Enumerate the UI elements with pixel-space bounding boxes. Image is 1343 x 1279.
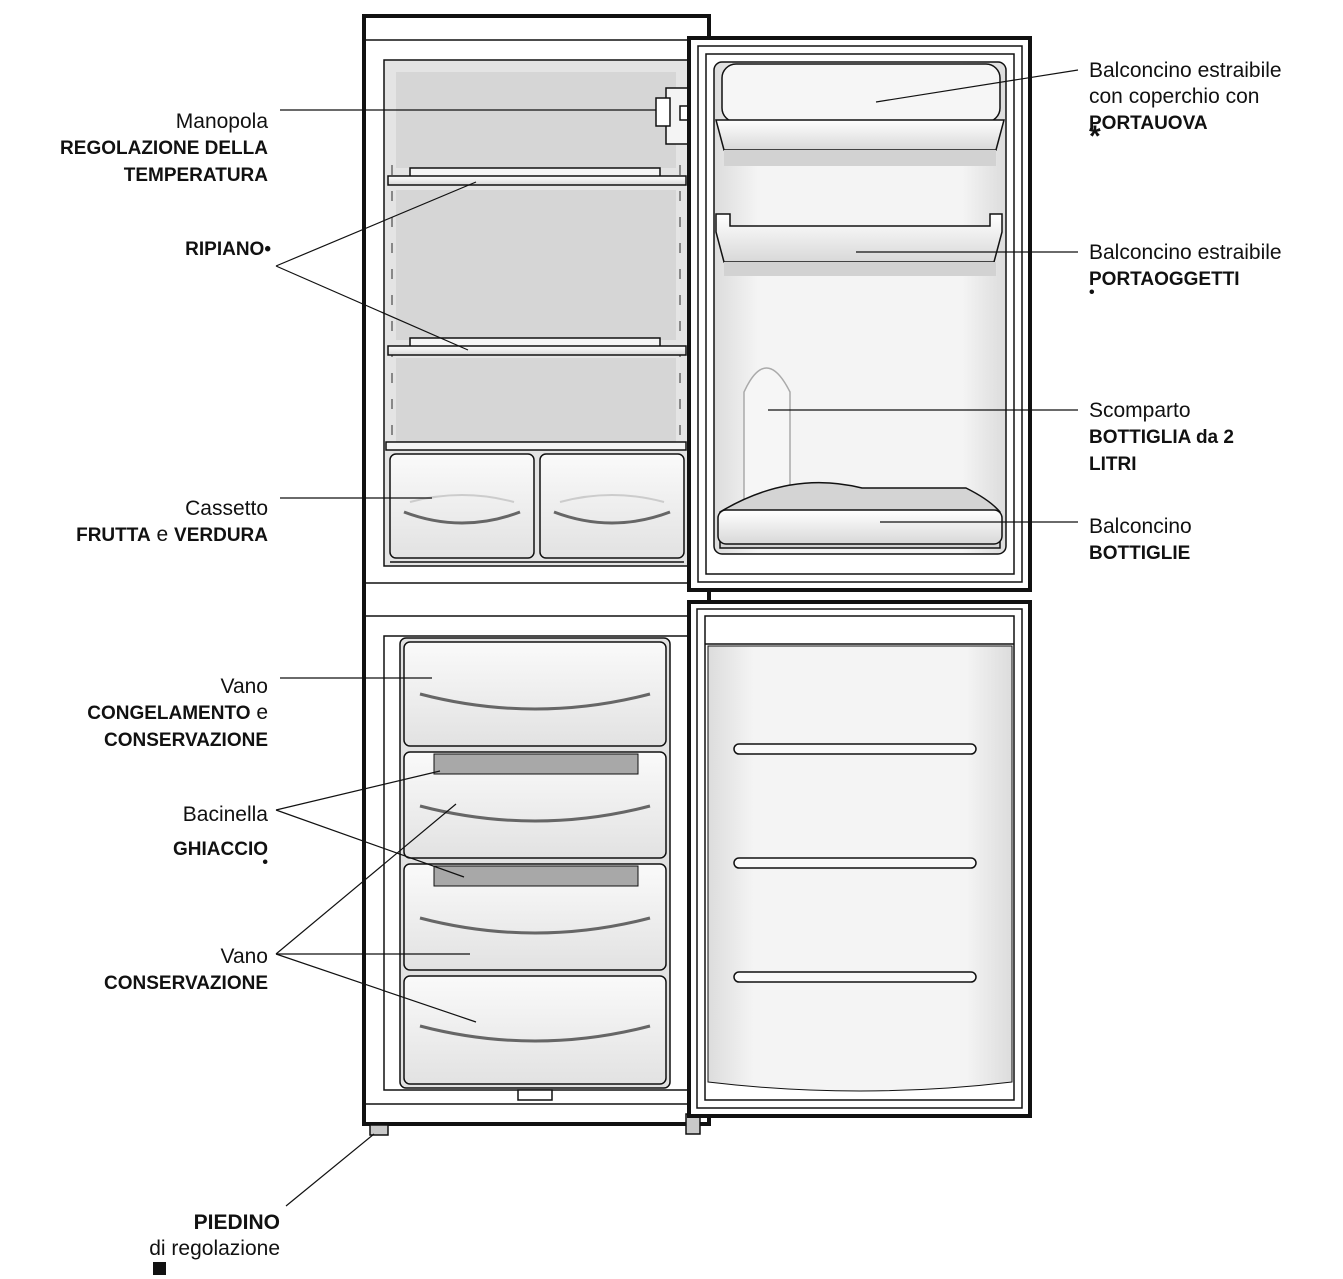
freezer-drawer-4 [403,975,667,1085]
label-egg-shelf: Balconcino estraibile con coperchio con … [1089,59,1282,153]
ice-tray-1 [433,753,639,775]
label-crisper-drawer: Cassetto FRUTTA e VERDURA [76,497,268,546]
label-bottle-compartment: Scomparto BOTTIGLIA da 2 LITRI [1089,399,1234,475]
bottom-vent [517,1089,553,1101]
label-object-shelf: Balconcino estraibile PORTAOGGETTI• [1089,241,1282,301]
label-storage-compartment: Vano CONSERVAZIONE [104,945,268,994]
label-shelf: RIPIANO• [185,239,271,260]
freezer-drawer-2 [403,751,667,859]
label-freezing-compartment: Vano CONGELAMENTO e CONSERVAZIONE [87,675,268,751]
freezer-door-rail-3 [733,971,977,983]
square-marker-icon [153,1262,167,1275]
crisper-drawer-left [389,453,535,559]
object-shelf [715,213,1003,276]
ice-tray-2 [433,865,639,887]
crisper-drawer-right [539,453,685,559]
label-ice-tray: Bacinella GHIACCIO• [173,803,268,871]
egg-shelf-with-lid [715,63,1005,166]
freezer-drawer-3 [403,863,667,971]
leader-lines [275,69,1079,1207]
freezer-door-rail-1 [733,743,977,755]
label-adjustable-foot: PIEDINO di regolazione [149,1210,280,1275]
temperature-knob [655,87,691,145]
label-temperature-knob: Manopola REGOLAZIONE DELLA TEMPERATURA [60,110,268,186]
freezer-drawer-1 [403,641,667,747]
shelf-lower [387,337,687,356]
adjustable-foot-left [369,1124,389,1136]
crisper-cover-glass [385,441,687,451]
bottle-shelf [717,481,1003,549]
shelf-upper [387,167,687,186]
freezer-door-rail-2 [733,857,977,869]
bottle-compartment [743,367,791,513]
label-bottle-shelf: Balconcino BOTTIGLIE [1089,515,1192,564]
